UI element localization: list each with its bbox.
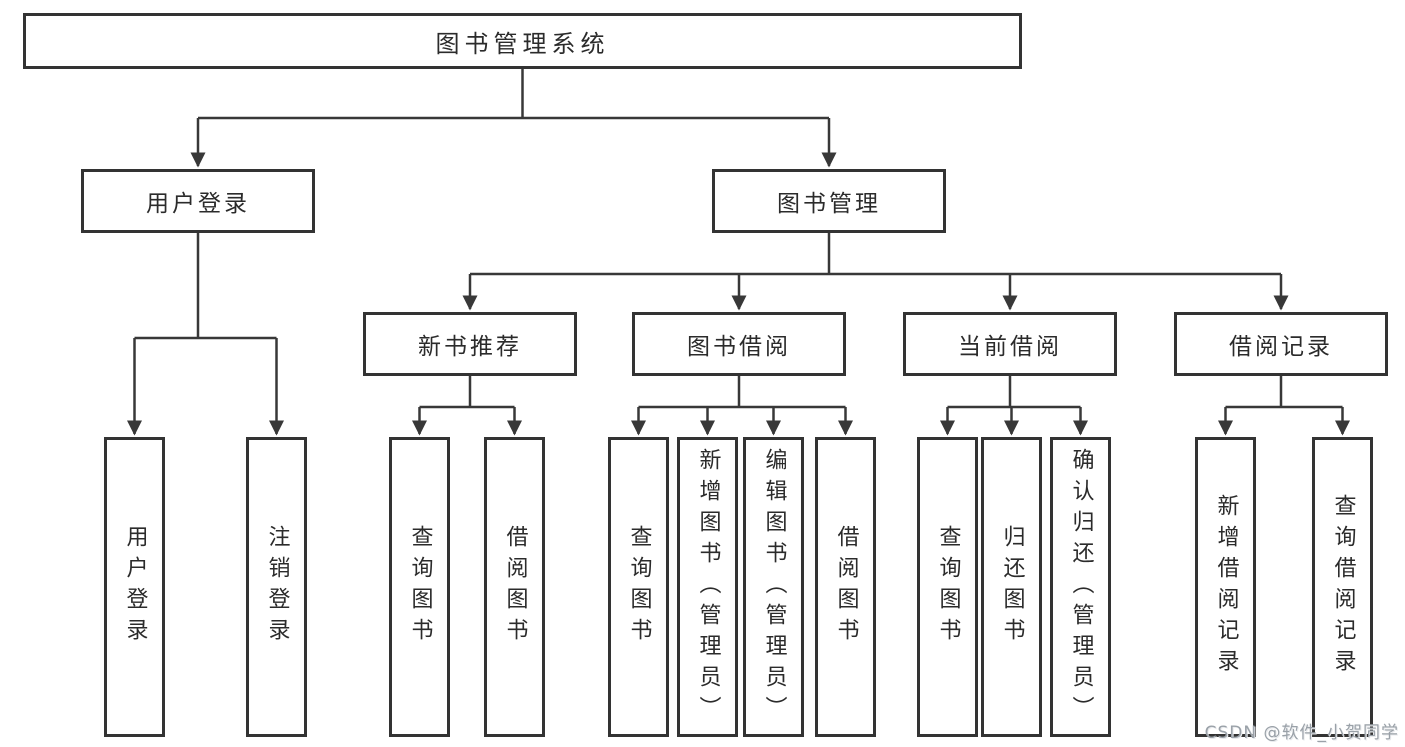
leaf-borrow-books-recommend: 借阅图书 xyxy=(484,437,545,737)
leaf-user-login-label: 用户登录 xyxy=(122,525,148,649)
leaf-edit-books-admin: 编辑图书（管理员） xyxy=(743,437,804,737)
leaf-add-borrow-record-label: 新增借阅记录 xyxy=(1213,494,1239,680)
node-borrowing-records: 借阅记录 xyxy=(1174,312,1388,376)
connector-skeleton xyxy=(134,69,1343,409)
leaf-confirm-return-admin-label: 确认归还（管理员） xyxy=(1068,447,1094,727)
leaf-query-books-current-label: 查询图书 xyxy=(935,525,961,649)
node-user-login: 用户登录 xyxy=(81,169,315,233)
node-current-borrowing: 当前借阅 xyxy=(903,312,1117,376)
leaf-edit-books-admin-label: 编辑图书（管理员） xyxy=(761,447,787,727)
node-new-book-recommend: 新书推荐 xyxy=(363,312,577,376)
node-book-borrowing: 图书借阅 xyxy=(632,312,846,376)
node-book-management: 图书管理 xyxy=(712,169,946,233)
leaf-return-books: 归还图书 xyxy=(981,437,1042,737)
leaf-return-books-label: 归还图书 xyxy=(999,525,1025,649)
leaf-borrow-books-recommend-label: 借阅图书 xyxy=(502,525,528,649)
leaf-add-borrow-record: 新增借阅记录 xyxy=(1195,437,1256,737)
leaf-query-books-borrowing: 查询图书 xyxy=(608,437,669,737)
leaf-borrow-books-label: 借阅图书 xyxy=(833,525,859,649)
leaf-logout: 注销登录 xyxy=(246,437,307,737)
leaf-add-books-admin-label: 新增图书（管理员） xyxy=(695,447,721,727)
watermark: CSDN @软件_小贺同学 xyxy=(1204,723,1399,743)
leaf-borrow-books: 借阅图书 xyxy=(815,437,876,737)
leaf-query-books-recommend-label: 查询图书 xyxy=(407,525,433,649)
leaf-logout-label: 注销登录 xyxy=(264,525,290,649)
leaf-query-borrow-record-label: 查询借阅记录 xyxy=(1330,494,1356,680)
leaf-query-books-recommend: 查询图书 xyxy=(389,437,450,737)
leaf-user-login: 用户登录 xyxy=(104,437,165,737)
leaf-add-books-admin: 新增图书（管理员） xyxy=(677,437,738,737)
leaf-query-borrow-record: 查询借阅记录 xyxy=(1312,437,1373,737)
node-root: 图书管理系统 xyxy=(23,13,1022,69)
leaf-query-books-borrowing-label: 查询图书 xyxy=(626,525,652,649)
leaf-query-books-current: 查询图书 xyxy=(917,437,978,737)
leaf-confirm-return-admin: 确认归还（管理员） xyxy=(1050,437,1111,737)
